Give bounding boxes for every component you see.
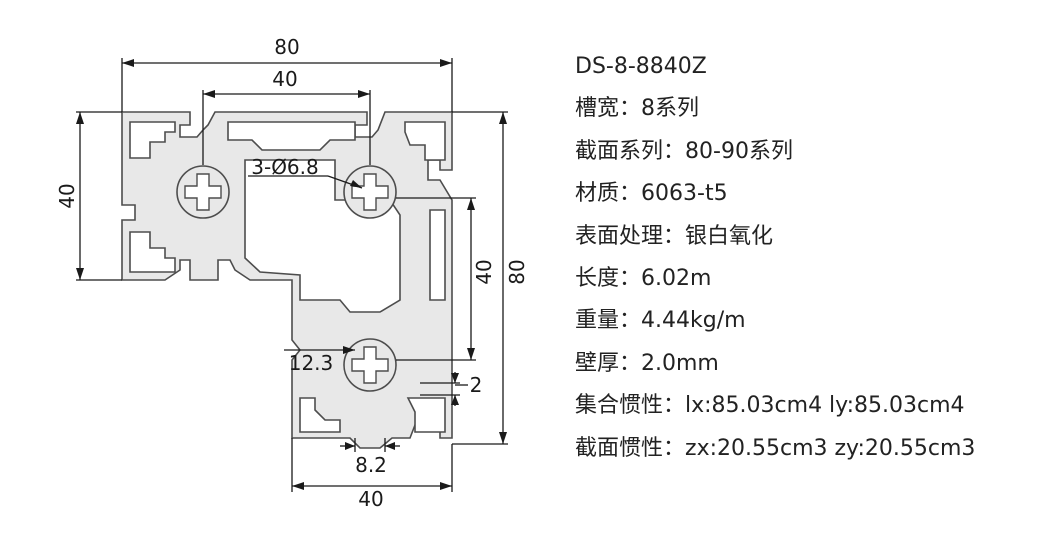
dim-overall-height: 80 bbox=[505, 259, 529, 284]
spec-value: 6.02m bbox=[641, 266, 712, 292]
spec-value: 6063-t5 bbox=[641, 181, 728, 207]
core-left bbox=[176, 165, 230, 219]
dim-bottom-width: 40 bbox=[358, 487, 383, 511]
dim-overall-width: 80 bbox=[274, 35, 299, 59]
spec-row: 材质：6063-t5 bbox=[575, 173, 975, 215]
spec-value: 银白氧化 bbox=[685, 223, 774, 249]
spec-label: 槽宽： bbox=[575, 96, 642, 122]
cavity-top-middle bbox=[227, 121, 356, 151]
profile-body bbox=[121, 111, 453, 449]
dim-wall-thickness: 2 bbox=[470, 373, 483, 397]
dim-top-inner-width: 40 bbox=[272, 67, 297, 91]
spec-row: 截面惯性：zx:20.55cm3 zy:20.55cm3 bbox=[575, 428, 975, 470]
cavity-bottom-right bbox=[406, 397, 446, 433]
spec-value: 4.44kg/m bbox=[641, 308, 746, 334]
spec-row: 集合惯性：lx:85.03cm4 ly:85.03cm4 bbox=[575, 385, 975, 427]
spec-value: 80-90系列 bbox=[685, 138, 793, 164]
spec-label: 集合惯性： bbox=[575, 393, 686, 419]
profile-drawing: 80 40 40 40 80 3-Ø6.8 12.3 2 8.2 40 bbox=[55, 35, 529, 511]
cavity-left-bottom bbox=[129, 231, 176, 273]
spec-row: 截面系列：80-90系列 bbox=[575, 131, 975, 173]
spec-row: 重量：4.44kg/m bbox=[575, 300, 975, 342]
dim-left-height: 40 bbox=[55, 183, 79, 208]
spec-label: 表面处理： bbox=[575, 223, 686, 249]
spec-label: 重量： bbox=[575, 308, 642, 334]
cavity-center bbox=[244, 159, 401, 313]
dim-slot-width: 8.2 bbox=[355, 453, 387, 477]
spec-row: 壁厚：2.0mm bbox=[575, 343, 975, 385]
spec-value: 8系列 bbox=[641, 96, 700, 122]
cavity-right-mid bbox=[429, 209, 446, 301]
spec-value: 2.0mm bbox=[641, 350, 719, 376]
dim-hole-note: 3-Ø6.8 bbox=[251, 155, 319, 179]
dimension-lines bbox=[76, 58, 508, 492]
spec-value: lx:85.03cm4 ly:85.03cm4 bbox=[685, 393, 965, 419]
cavity-bottom-left bbox=[299, 397, 341, 433]
spec-list: DS-8-8840Z 槽宽：8系列 截面系列：80-90系列 材质：6063-t… bbox=[575, 46, 975, 470]
core-bottom bbox=[343, 338, 397, 392]
spec-row: 长度：6.02m bbox=[575, 258, 975, 300]
core-right bbox=[343, 165, 397, 219]
dimension-labels: 80 40 40 40 80 3-Ø6.8 12.3 2 8.2 40 bbox=[55, 35, 529, 511]
spec-label: 截面系列： bbox=[575, 138, 686, 164]
spec-row: 表面处理：银白氧化 bbox=[575, 216, 975, 258]
dim-right-inner-height: 40 bbox=[472, 259, 496, 284]
spec-value: zx:20.55cm3 zy:20.55cm3 bbox=[685, 435, 976, 461]
spec-label: 材质： bbox=[575, 181, 642, 207]
cavity-right-top bbox=[404, 121, 446, 161]
spec-row: 槽宽：8系列 bbox=[575, 88, 975, 130]
spec-label: 长度： bbox=[575, 266, 642, 292]
spec-label: 截面惯性： bbox=[575, 435, 686, 461]
spec-label: 壁厚： bbox=[575, 350, 642, 376]
spec-model: DS-8-8840Z bbox=[575, 54, 707, 79]
cavity-left-top bbox=[129, 121, 176, 159]
dim-slot-offset: 12.3 bbox=[289, 351, 334, 375]
